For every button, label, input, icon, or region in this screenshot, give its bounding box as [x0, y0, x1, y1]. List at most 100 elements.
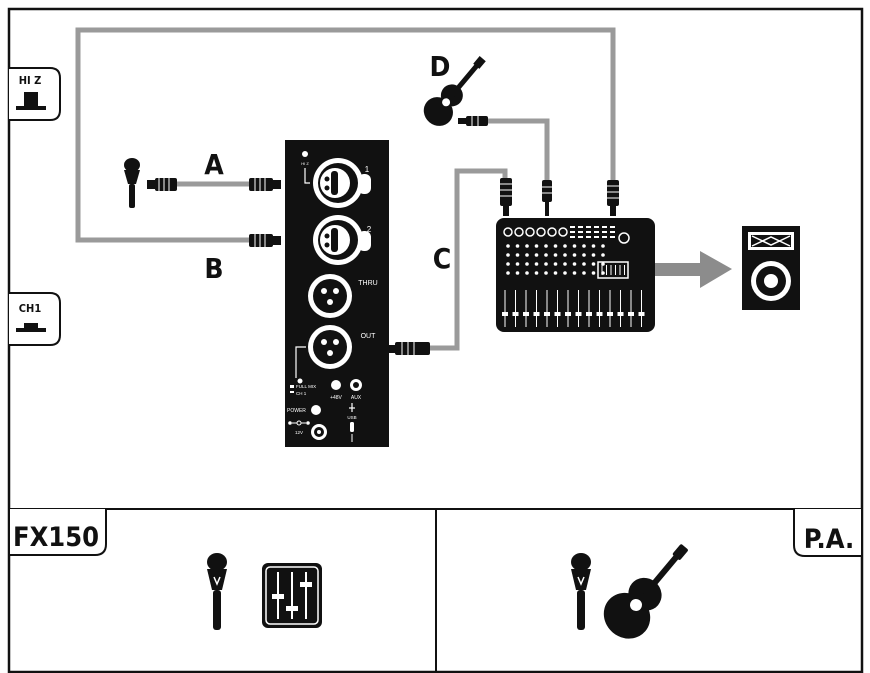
mixer-fader-cap — [565, 312, 571, 316]
mixer-fader-cap — [575, 312, 582, 316]
mixer-pot — [534, 244, 539, 248]
dc-polarity-icon — [288, 420, 310, 426]
mixer-button — [602, 231, 607, 233]
mixer-button — [594, 236, 599, 238]
ch1-tab: CH1 — [9, 292, 61, 346]
mixer-fader-cap — [554, 312, 561, 316]
mixer-fader-cap — [512, 312, 519, 316]
mixer-button — [602, 236, 607, 238]
label-b: B — [204, 252, 223, 285]
usb-icon — [349, 403, 355, 412]
mixer-pot — [506, 244, 510, 248]
mixer-pot — [544, 262, 548, 266]
mixer-button — [578, 226, 583, 228]
mixer-fader-cap — [502, 312, 508, 316]
cable-b — [75, 27, 616, 243]
mixer-pot — [572, 253, 577, 257]
mixer-pot — [544, 244, 548, 248]
cable-c — [430, 168, 508, 351]
pa-speaker-icon — [742, 226, 800, 310]
microphone-icon — [124, 158, 140, 208]
jack-connector-icon — [542, 180, 552, 216]
ch1-mode-label: CH 1 — [296, 391, 307, 396]
mixer-knob — [618, 232, 630, 244]
xlr-out-icon — [308, 325, 352, 369]
switch-released-icon — [16, 323, 46, 332]
mixer-pot — [563, 262, 567, 266]
mixer-pot — [506, 253, 510, 257]
mixer-pot — [553, 262, 558, 266]
cables — [75, 27, 616, 351]
mixer-fader-cap — [607, 312, 613, 316]
dc-voltage-label: 12V — [295, 430, 303, 435]
mixer-knob — [558, 227, 568, 237]
mixer-button — [610, 231, 615, 233]
mixer-button — [570, 236, 575, 238]
label-d: D — [430, 50, 451, 83]
mixer-fader-cap — [544, 312, 550, 316]
mixer-button — [610, 226, 615, 228]
mixer-fader-cap — [638, 312, 645, 316]
mixer-fader-cap — [628, 312, 634, 316]
mixer-fader-cap — [586, 312, 592, 316]
mixer-fader-cap — [596, 312, 603, 316]
mixer-pot — [572, 244, 577, 248]
mixer-console-icon — [496, 218, 655, 332]
acoustic-guitar-icon — [423, 56, 486, 126]
mixer-pot — [525, 244, 529, 248]
fx150-device: HI Z 1 2 — [285, 140, 389, 447]
aux-label: AUX — [351, 395, 362, 401]
hi-z-tab-label: HI Z — [19, 74, 42, 87]
mixer-display — [597, 261, 629, 279]
mixer-pot — [591, 253, 596, 257]
jack-connector-icon — [458, 116, 488, 126]
mixer-button — [586, 231, 591, 233]
mixer-button — [578, 236, 583, 238]
switch-pressed-icon — [16, 92, 46, 110]
out-label: OUT — [361, 333, 377, 340]
mixer-button — [570, 231, 575, 233]
mixer-pot — [582, 271, 586, 275]
legend-fx150: FX150 — [8, 509, 322, 630]
legend-fx150-title: FX150 — [13, 522, 99, 553]
hi-z-tab: HI Z — [9, 67, 61, 121]
label-a: A — [204, 148, 224, 181]
mixer-pot — [506, 271, 510, 275]
mixer-pot — [506, 262, 510, 266]
mixer-button — [586, 226, 591, 228]
label-c: C — [433, 242, 451, 275]
mixer-pot — [525, 262, 529, 266]
mixer-button — [578, 231, 583, 233]
mixer-pot — [563, 271, 567, 275]
mixer-pot — [563, 244, 567, 248]
mixer-pot — [582, 244, 586, 248]
mixer-pot — [544, 253, 548, 257]
mixer-pot — [563, 253, 567, 257]
mixer-knob — [514, 227, 524, 237]
mixer-button — [602, 226, 607, 228]
connectors — [147, 116, 619, 355]
signal-arrow-icon — [655, 251, 732, 288]
mixer-controls — [502, 226, 645, 327]
microphone-icon — [571, 553, 591, 630]
phantom-label: +48V — [330, 395, 342, 401]
mixer-fader-cap — [617, 312, 624, 316]
mixer-pot — [515, 262, 520, 266]
power-label: POWER — [287, 408, 306, 414]
mixer-button — [586, 236, 591, 238]
mixer-pot — [601, 253, 605, 257]
thru-label: THRU — [358, 280, 377, 287]
xlr-connector-icon — [147, 178, 177, 191]
mixer-pot — [582, 262, 586, 266]
mixer-knob — [525, 227, 535, 237]
microphone-icon — [207, 553, 227, 630]
full-mix-label: FULL MIX — [296, 384, 316, 389]
acoustic-guitar-icon — [603, 544, 688, 639]
xlr-connector-icon — [249, 234, 281, 247]
hi-z-mark: HI Z — [301, 161, 309, 166]
ch1-tab-label: CH1 — [19, 302, 42, 315]
mixer-pot — [534, 253, 539, 257]
xlr-connector-icon — [607, 180, 619, 216]
mixer-pot — [553, 271, 558, 275]
mixer-pot — [515, 244, 520, 248]
